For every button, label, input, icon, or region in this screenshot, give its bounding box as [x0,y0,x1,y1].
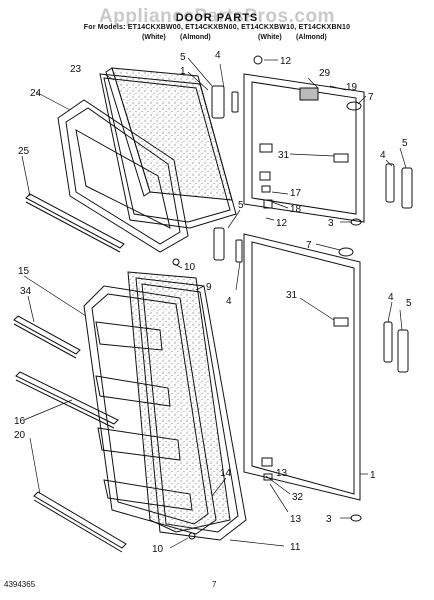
leader-lines [21,57,407,549]
refrigerator-right-handle [383,321,409,373]
refrigerator-hardware [172,247,362,540]
color-label-2: (Almond) [180,34,211,41]
watermark: AppliancePartsPros.com [99,6,335,27]
callout-14: 14 [220,468,232,479]
callout-numbers: 23 5 4 12 29 19 24 1 7 4 5 31 25 17 18 3… [14,50,412,555]
callout-4-middle: 4 [226,296,232,307]
callout-7-lower: 7 [306,240,312,251]
callout-19: 19 [346,82,358,93]
refrigerator-shelf-bars [13,315,127,553]
callout-1-upper: 1 [180,66,186,77]
callout-23: 23 [70,64,82,75]
callout-24: 24 [30,88,42,99]
callout-34: 34 [20,286,32,297]
callout-4-upper-left: 4 [215,50,221,61]
callout-25: 25 [18,146,30,157]
callout-4-upper-right: 4 [380,150,386,161]
freezer-door-liner [57,99,189,253]
callout-31-lower: 31 [286,290,298,301]
freezer-door-gasket [99,73,237,229]
model-list: For Models: ET14CKXBW00, ET14CKXBN00, ET… [83,24,351,31]
callout-10-lower: 10 [152,544,164,555]
freezer-shelf-bar [25,193,125,253]
callout-5-middle: 5 [238,200,244,211]
callout-16: 16 [14,416,26,427]
callout-13-upper: 13 [276,468,288,479]
freezer-right-handle [385,163,413,209]
callout-4-lower-right: 4 [388,292,394,303]
refrigerator-door-liner [83,285,217,535]
callout-5-upper-left: 5 [180,52,186,63]
callout-32: 32 [292,492,304,503]
document-number: 4394365 [4,580,36,589]
callout-18: 18 [290,204,302,215]
freezer-outer-door [243,73,365,223]
callout-31-upper: 31 [278,150,290,161]
refrigerator-door-gasket [135,277,247,541]
callout-11: 11 [290,542,301,553]
callout-7-upper: 7 [368,92,374,103]
callout-9: 9 [206,282,212,293]
callout-12-lower: 12 [276,218,288,229]
page-number: 7 [212,580,217,589]
color-label-3: (White) [258,34,282,41]
callout-3-upper: 3 [328,218,334,229]
callout-10-upper: 10 [184,262,196,273]
page-title: DOOR PARTS [175,12,259,24]
refrigerator-outer-door [243,233,361,501]
color-label-1: (White) [142,34,166,41]
refrigerator-handle-parts [213,227,243,263]
callout-3-lower: 3 [326,514,332,525]
callout-1-lower: 1 [370,470,376,481]
callout-5-lower-right: 5 [406,298,412,309]
callout-12-upper: 12 [280,56,292,67]
callout-15: 15 [18,266,30,277]
callout-5-upper-right: 5 [402,138,408,149]
freezer-handle-parts [211,85,239,119]
callout-13-lower: 13 [290,514,302,525]
callout-17: 17 [290,188,302,199]
freezer-hardware [253,55,362,226]
callout-20: 20 [14,430,26,441]
color-label-4: (Almond) [296,34,327,41]
callout-29: 29 [319,68,331,79]
